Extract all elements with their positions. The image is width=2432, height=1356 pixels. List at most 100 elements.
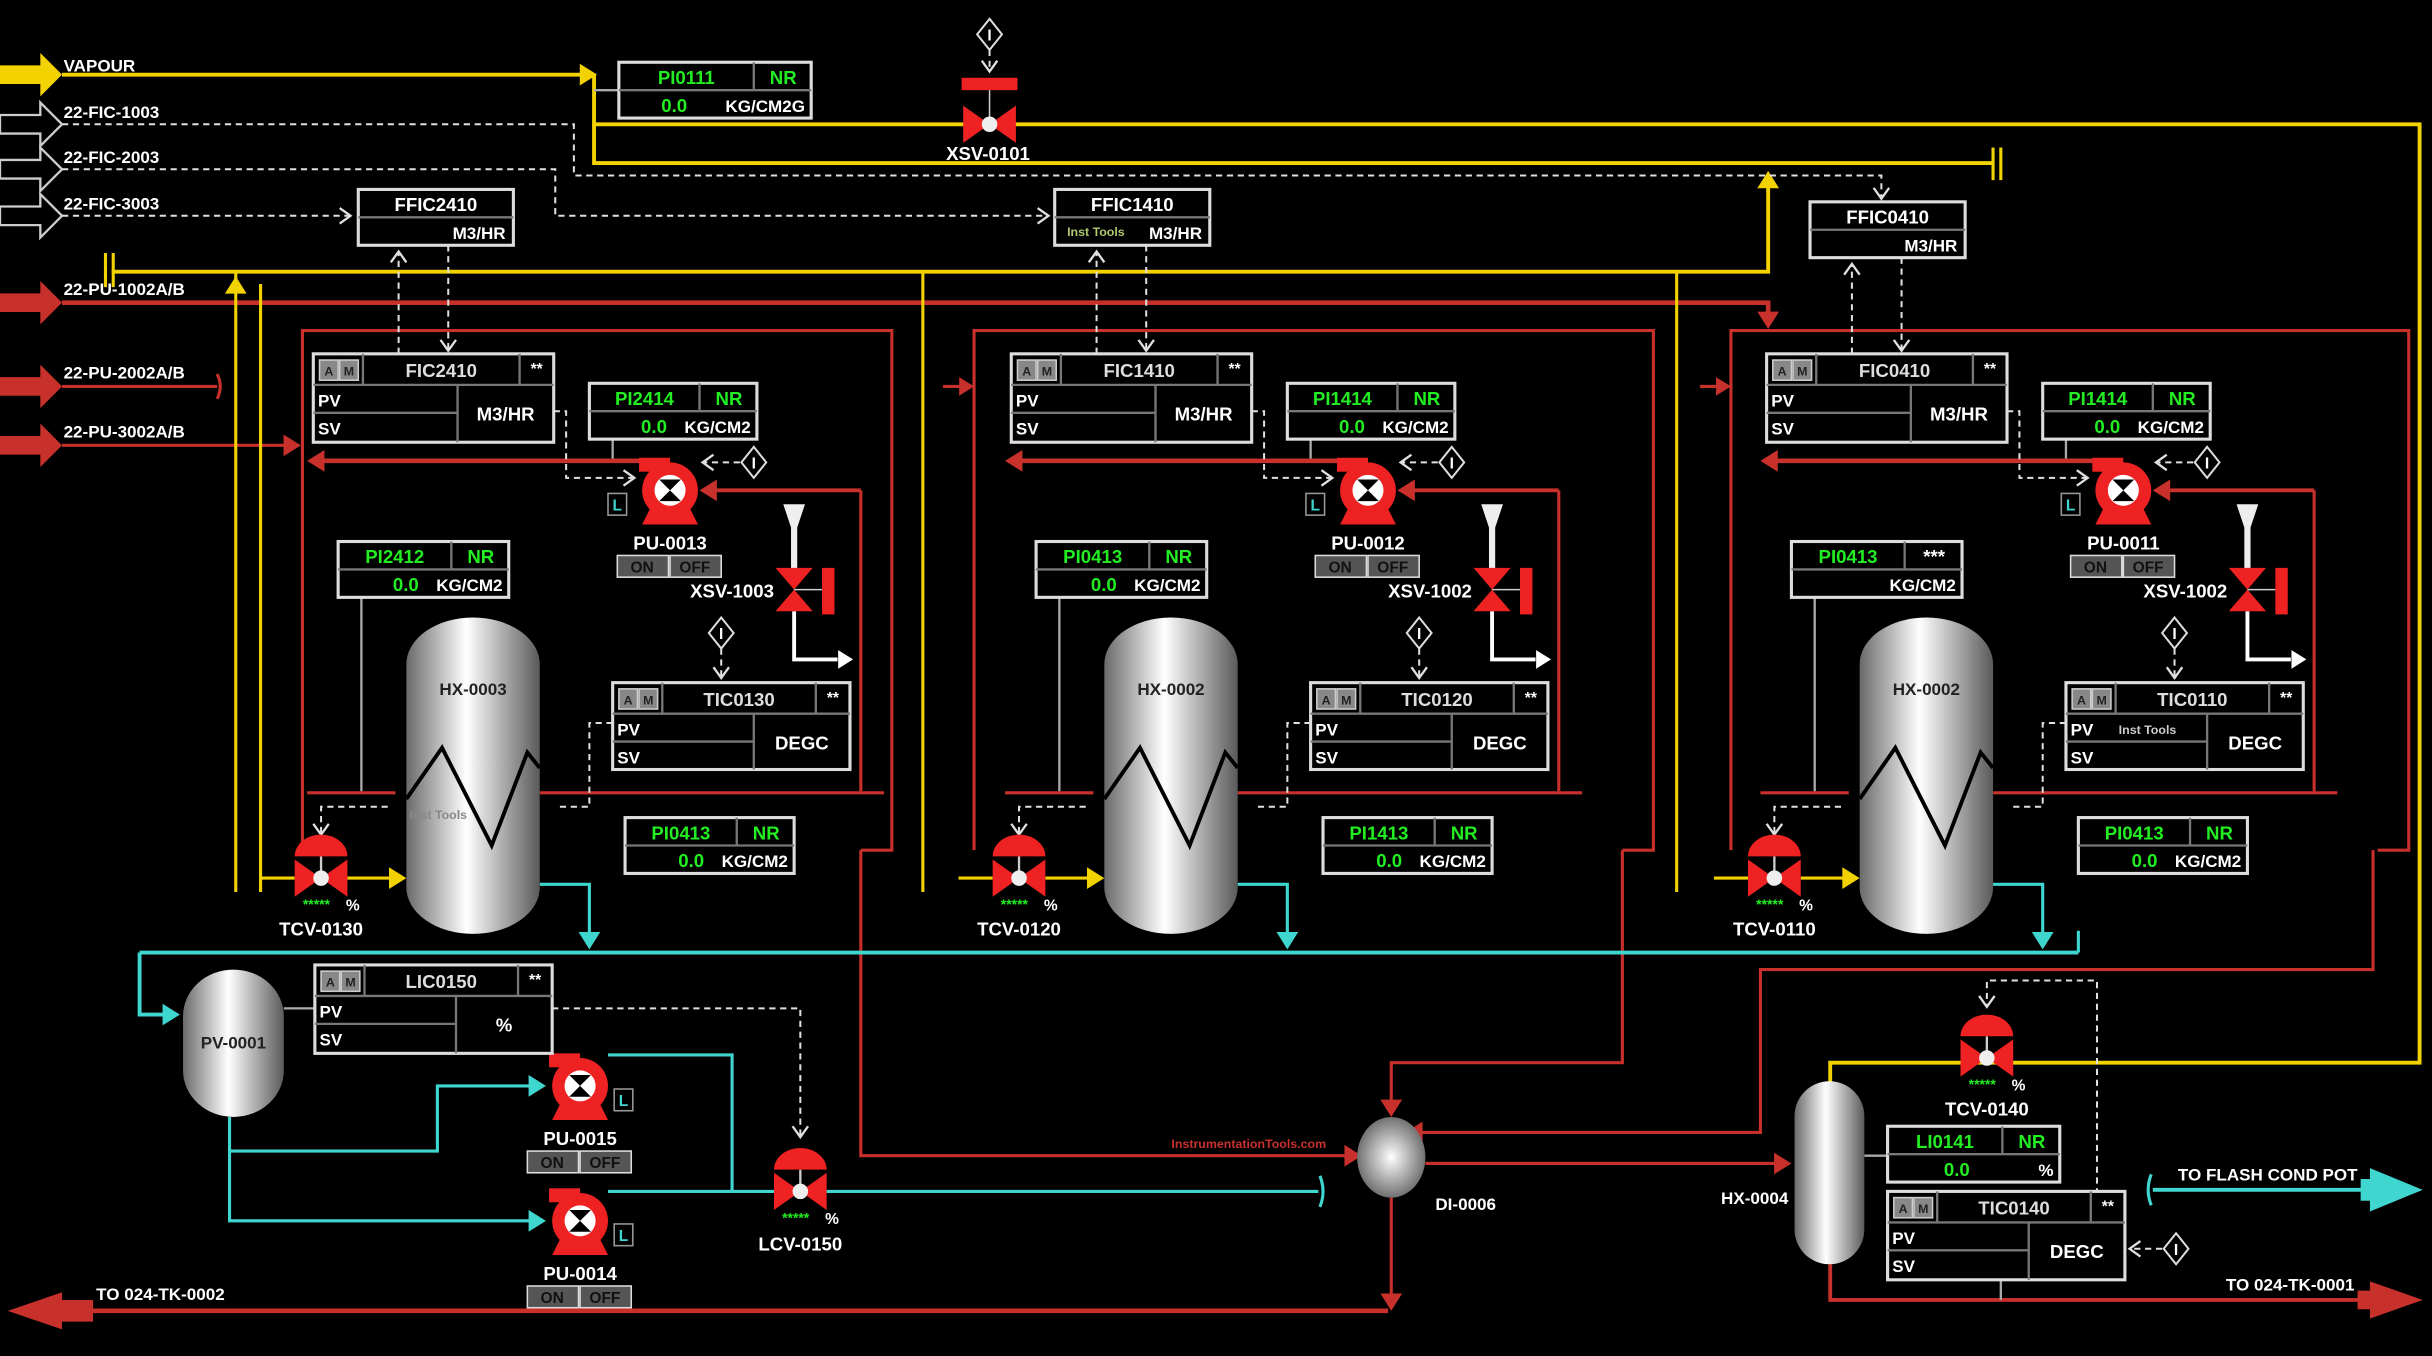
auto-mode-button[interactable] [1316,688,1337,710]
valve-actuator-icon [1748,834,1801,857]
pump-on-button[interactable] [526,1285,580,1309]
indicator-value: 0.0 [1091,574,1117,595]
indicator-value: 0.0 [2132,850,2158,871]
pump-tag: PU-0011 [2087,532,2159,553]
flow-arrow-icon [162,1003,180,1026]
interlock-icon[interactable]: I [707,615,735,651]
indicator-unit: KG/CM2 [1890,576,1956,595]
pump-on-button[interactable] [1314,554,1368,578]
controller-tag: TIC0140 [1978,1198,2049,1219]
signal-line [1773,805,1842,835]
pump-off-button[interactable] [669,554,722,578]
pipe [792,611,838,662]
vessel[interactable] [1794,1081,1865,1265]
pump-on-button[interactable] [526,1150,580,1174]
interlock-icon[interactable]: I [740,445,768,480]
auto-mode-button[interactable] [618,688,639,710]
manual-mode-button[interactable] [2091,688,2112,710]
pump-on-button[interactable] [2069,554,2123,578]
pump[interactable]: L [607,457,698,525]
auto-mode-button[interactable] [1893,1196,1914,1219]
manual-mode-button[interactable] [1336,688,1357,710]
pump-x-icon [2112,479,2135,502]
manual-mode-button[interactable] [638,688,659,710]
shutoff-valve[interactable] [775,504,835,615]
pump[interactable]: L [549,1188,634,1255]
pv-label: PV [1771,392,1794,411]
valve-actuator-icon [992,834,1046,857]
vessel[interactable]: HX-0002 [1104,617,1238,934]
control-valve[interactable] [294,834,348,897]
flow-arrow-icon [528,1075,546,1097]
valve-body-left [294,859,322,897]
manual-mode-button[interactable] [1913,1196,1934,1219]
local-mode-indicator [613,1088,634,1112]
control-valve[interactable] [773,1147,827,1210]
manual-mode-button-label: M [1341,693,1351,707]
indicator-status: NR [1165,546,1192,567]
shutoff-valve-xsv0101[interactable] [961,77,1018,143]
interlock-icon[interactable]: I [1405,615,1433,651]
flow-arrow-icon [1397,479,1415,502]
interlock-icon[interactable]: I [975,17,1004,52]
control-valve[interactable] [1960,1014,2014,1077]
pump[interactable]: L [2060,457,2152,525]
pump-off-button[interactable] [1367,554,1420,578]
auto-mode-button[interactable] [318,359,339,381]
controller-unit: M3/HR [1930,404,1988,425]
valve-body-right [1019,859,1046,897]
valve-body-right [1986,1039,2014,1077]
pump[interactable]: L [549,1053,634,1121]
interlock-label: I [719,626,723,643]
pv-label: PV [1892,1229,1915,1248]
interlock-icon[interactable]: I [2193,445,2221,480]
controller-tag: TIC0110 [2157,689,2227,710]
stream-label-pu3002: 22-PU-3002A/B [64,423,185,442]
manual-mode-button[interactable] [340,970,361,993]
pump-off-button[interactable] [579,1285,633,1309]
interlock-icon[interactable]: I [2160,615,2189,651]
signal-arrow-icon [1036,207,1051,225]
manual-mode-button[interactable] [1792,359,1813,381]
vessel-tag: DI-0006 [1435,1195,1496,1214]
valve-seat [792,1183,809,1200]
pump-off-button[interactable] [2122,554,2176,578]
auto-mode-button[interactable] [320,970,341,993]
valve-body-left [773,1172,801,1210]
solenoid-icon [1520,567,1533,615]
auto-mode-button[interactable] [1016,359,1037,381]
manual-mode-button[interactable] [1036,359,1058,381]
vessel[interactable]: HX-0003 [406,617,540,934]
pipe [137,952,168,1017]
indicator-unit: KG/CM2 [722,852,788,871]
vessel[interactable]: PV-0001 [183,969,284,1117]
interlock-diamond [1405,615,1433,651]
auto-mode-button[interactable] [1772,359,1793,381]
manual-mode-button-label: M [1918,1202,1928,1216]
valve-tag: TCV-0110 [1733,918,1816,939]
signal-inlet-icon [0,144,64,194]
control-valve[interactable] [992,834,1046,897]
interlock-icon[interactable]: I [2162,1231,2190,1266]
flow-arrow-icon [578,932,601,950]
pump[interactable]: L [1305,457,1396,525]
interlock-icon[interactable]: I [1438,445,1466,480]
vessel[interactable]: HX-0002 [1859,617,1994,934]
manual-mode-button[interactable] [338,359,360,381]
control-valve[interactable] [1748,834,1801,897]
outlet-arrow-icon [2357,1281,2423,1319]
pump-on-button[interactable] [616,554,670,578]
flow-arrow-icon [1380,1293,1403,1311]
shutoff-valve[interactable] [2228,504,2288,615]
auto-mode-button-label: A [326,976,335,990]
outlet-arrow-icon [7,1292,94,1330]
local-mode-label: L [613,497,622,514]
sv-label: SV [2071,748,2094,767]
indicator-value: 0.0 [661,95,687,116]
shutoff-valve[interactable] [1473,504,1533,615]
auto-mode-button[interactable] [2071,688,2092,710]
valve-body-left [992,859,1020,897]
drum-di0006[interactable]: DI-0006 [1357,1116,1496,1214]
process-inlet-icon [0,280,63,325]
pump-off-button[interactable] [579,1150,633,1174]
